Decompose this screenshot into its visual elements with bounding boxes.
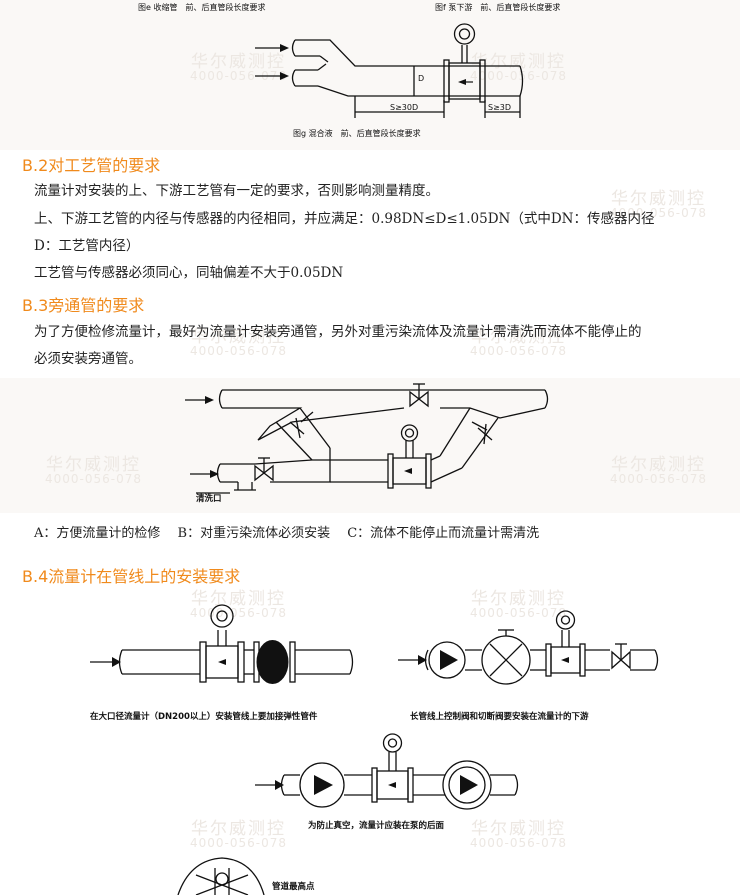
caption-b4-pump: 为防止真空，流量计应装在泵的后面 — [308, 821, 445, 831]
b3-line-1: 为了方便检修流量计，最好为流量计安装旁通管，另外对重污染流体及流量计需清洗而流体… — [34, 324, 642, 340]
figure-mixing-liquid — [255, 23, 524, 118]
b2-line-1: 流量计对安装的上、下游工艺管有一定的要求，否则影响测量精度。 — [34, 183, 439, 199]
figure-band-top — [0, 0, 740, 150]
b3-notes: A：方便流量计的检修 B：对重污染流体必须安装 C：流体不能停止而流量计需清洗 — [34, 526, 540, 541]
caption-fig-e: 图e 收缩管 前、后直管段长度要求 — [138, 3, 266, 12]
dim-label-d: D — [418, 74, 425, 83]
b3-line-2: 必须安装旁通管。 — [34, 351, 142, 367]
caption-b4-valves: 长管线上控制阀和切断阀要安装在流量计的下游 — [410, 712, 589, 722]
caption-b4-large-meter: 在大口径流量计（DN200以上）安装管线上要加接弹性管件 — [90, 712, 318, 722]
section-title-b3: B.3旁通管的要求 — [22, 296, 145, 315]
caption-fig-f: 图f 泵下游 前、后直管段长度要求 — [435, 3, 561, 12]
section-title-b4: B.4流量计在管线上的安装要求 — [22, 567, 241, 586]
caption-fig-g: 图g 混合液 前、后直管段长度要求 — [293, 129, 421, 138]
b2-line-3: D：工艺管内径） — [34, 238, 140, 254]
b2-line-4: 工艺管与传感器必须同心，同轴偏差不大于0.05DN — [34, 265, 344, 281]
cleanout-label: 清洗口 — [196, 494, 222, 504]
dim-label-s3: S≥3D — [488, 103, 512, 112]
figure-installation-requirements — [90, 604, 659, 895]
section-title-b2: B.2对工艺管的要求 — [22, 156, 161, 175]
b2-line-2: 上、下游工艺管的内径与传感器的内径相同，并应满足：0.98DN≤D≤1.05DN… — [34, 211, 655, 227]
figure-bypass-pipe — [185, 383, 549, 494]
caption-b4-highest-point: 管道最高点 — [272, 882, 315, 892]
dim-label-s30: S≥30D — [390, 103, 419, 112]
figure-band-bypass — [0, 378, 740, 513]
